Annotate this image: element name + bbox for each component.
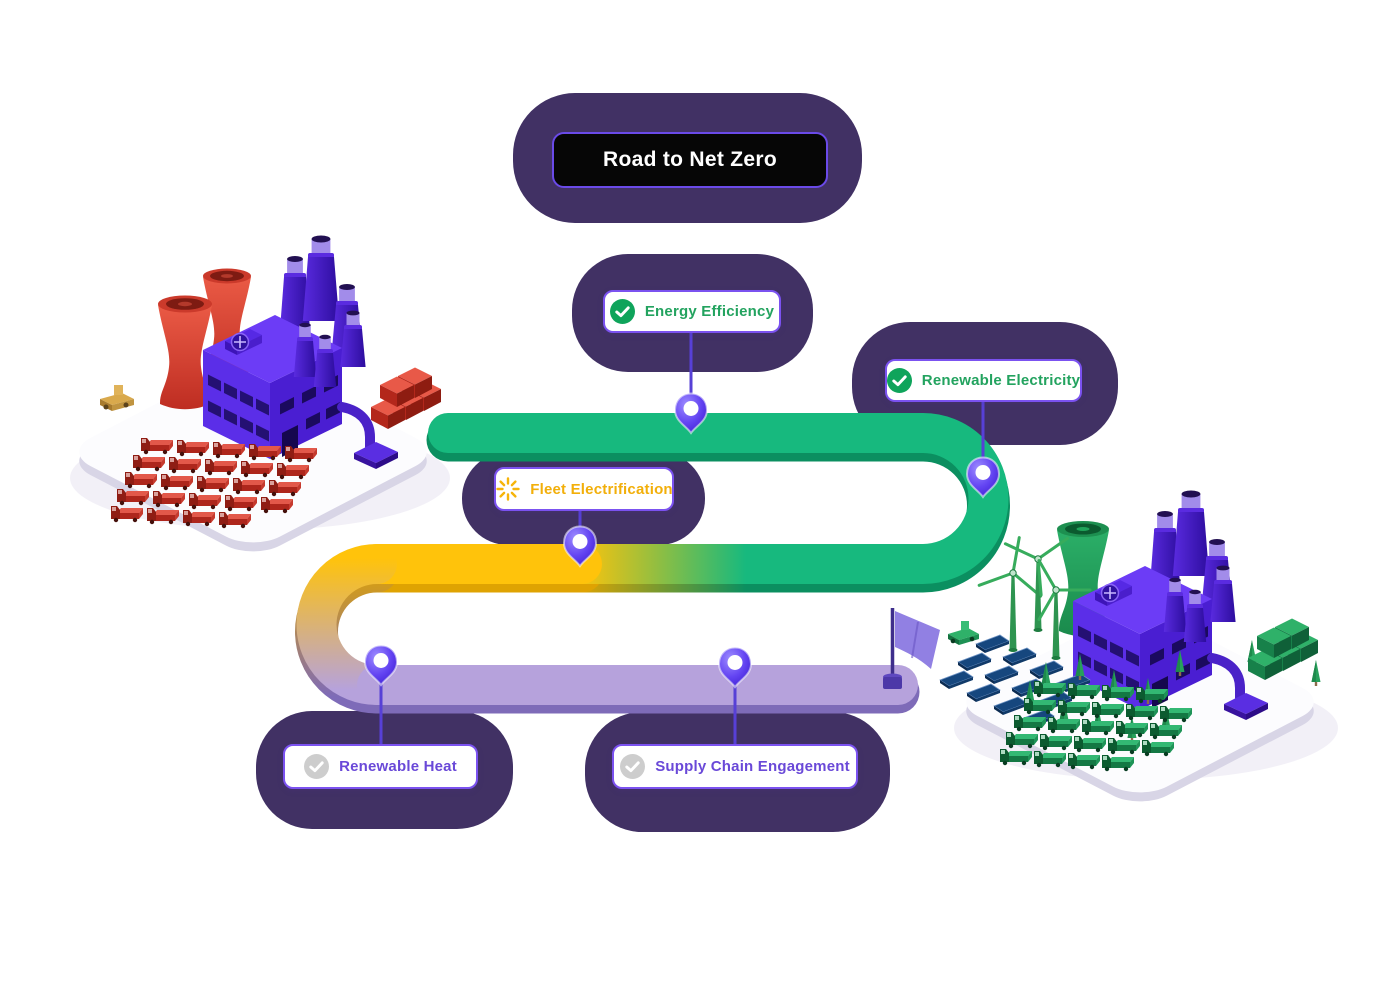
gold-vehicle-icon [100,385,134,411]
map-pin-icon [563,525,597,567]
milestone-badge-supply-chain-engagement: Supply Chain Engagement [612,744,858,789]
page-title-label: Road to Net Zero [603,148,777,171]
spark-icon [495,477,520,502]
milestone-label: Supply Chain Engagement [655,758,850,775]
map-pin-icon [674,392,708,434]
check-circle-icon [609,299,635,324]
map-pin-icon [364,644,398,686]
road-segment-complete [428,413,1009,584]
milestone-label: Renewable Electricity [921,372,1081,389]
milestone-badge-fleet-electrification: Fleet Electrification [494,467,674,511]
check-circle-muted-icon [304,754,330,779]
net-zero-factory-illustration [939,490,1338,802]
wind-turbine-icon [977,536,1092,660]
milestone-badge-renewable-heat: Renewable Heat [283,744,478,789]
check-circle-icon [886,368,912,393]
check-circle-muted-icon [620,754,646,779]
finish-flag-icon [883,608,940,689]
smokestacks-front [1163,565,1236,642]
road-segment-transition2 [296,544,397,705]
page-title: Road to Net Zero [552,132,828,188]
milestone-label: Fleet Electrification [530,480,673,498]
milestone-badge-energy-efficiency: Energy Efficiency [603,290,781,333]
exhaust-pipe [337,402,375,452]
milestone-badge-renewable-electricity: Renewable Electricity [885,359,1082,402]
milestone-label: Energy Efficiency [644,303,775,320]
milestone-connectors [379,330,985,748]
smokestacks-back [1149,490,1233,606]
high-emission-factory-illustration [70,235,450,552]
map-pin-icon [966,456,1000,498]
exhaust-pipe [1207,653,1245,703]
factory-windows [208,374,269,442]
road-surface [296,413,1009,705]
smokestacks-front [293,310,366,387]
milestone-label: Renewable Heat [339,758,457,775]
green-vehicle-icon [948,621,979,645]
map-pin-icon [718,646,752,688]
factory-windows [1078,625,1139,693]
